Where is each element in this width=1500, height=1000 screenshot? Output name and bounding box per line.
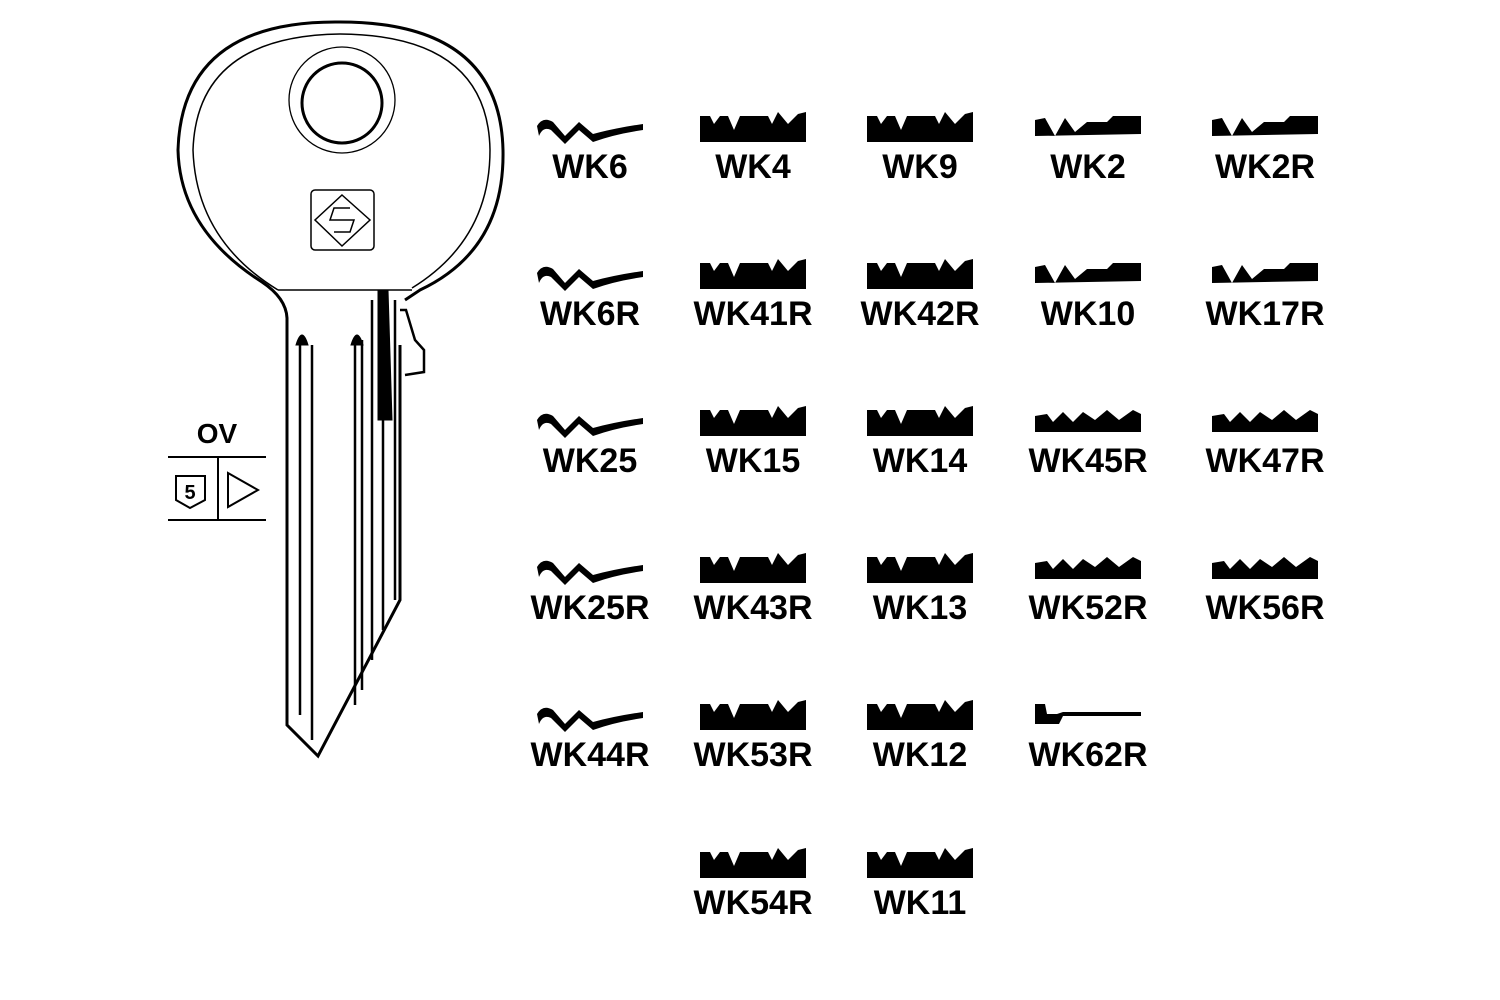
profile-item: WK6 [505,112,675,212]
profile-label: WK6R [539,295,641,333]
profile-shape-icon [1035,557,1141,579]
profile-item: WK15 [668,406,838,506]
profile-shape-icon [1035,704,1141,724]
profile-label: WK6 [552,148,628,186]
profile-item: WK13 [835,553,1005,653]
profile-label: WK44R [530,736,650,774]
profile-shape-icon [700,406,806,436]
profile-shape-icon [867,553,973,583]
profile-label: WK14 [872,442,968,480]
profile-item: WK47R [1180,406,1350,506]
profile-shape-icon [1212,116,1318,136]
profile-item: WK2 [1003,112,1173,212]
profile-label: WK10 [1040,295,1136,333]
profile-item: WK6R [505,259,675,359]
profile-shape-icon [1212,263,1318,283]
profile-label: WK56R [1205,589,1325,627]
silca-logo-icon [310,189,375,251]
profile-shape-icon [700,848,806,878]
profile-item: WK11 [835,848,1005,948]
profile-shape-icon [700,259,806,289]
profile-item: WK54R [668,848,838,948]
profile-item: WK25R [505,553,675,653]
pin-count: 5 [184,482,195,504]
profile-shape-icon [1212,557,1318,579]
profile-label: WK15 [705,442,801,480]
profile-shape-icon [867,259,973,289]
profile-shape-icon [867,112,973,142]
key-head-inner-outline [192,33,491,291]
profile-shape-icon [537,266,643,291]
direction-triangle-icon [227,471,261,509]
profile-shape-icon [537,119,643,144]
profile-shape-icon [867,700,973,730]
profile-label: WK25 [542,442,638,480]
profile-label: WK52R [1028,589,1148,627]
profile-shape-icon [867,848,973,878]
profile-shape-icon [867,406,973,436]
key-blade-outline [285,330,402,759]
profile-item: WK42R [835,259,1005,359]
profile-shape-icon [537,707,643,732]
key-head-outline [176,20,505,330]
profile-item: WK53R [668,700,838,800]
key-series-label: OV [196,418,238,449]
profile-label: WK54R [693,884,813,922]
profile-shape-icon [700,700,806,730]
pin-count-shield-icon [175,475,206,510]
profile-label: WK11 [873,884,967,922]
profile-item: WK45R [1003,406,1173,506]
profile-label: WK62R [1028,736,1148,774]
profile-label: WK53R [693,736,813,774]
profile-item: WK12 [835,700,1005,800]
profile-item: WK41R [668,259,838,359]
profile-item: WK4 [668,112,838,212]
profile-item: WK44R [505,700,675,800]
profile-label: WK42R [860,295,980,333]
profile-label: WK13 [872,589,968,627]
profile-label: WK45R [1028,442,1148,480]
profile-label: WK17R [1205,295,1325,333]
profile-item: WK9 [835,112,1005,212]
profile-item: WK17R [1180,259,1350,359]
profile-shape-icon [537,413,643,438]
profile-label: WK41R [693,295,813,333]
profile-item: WK10 [1003,259,1173,359]
profile-item: WK52R [1003,553,1173,653]
profile-item: WK56R [1180,553,1350,653]
profile-label: WK9 [882,148,958,186]
profile-item: WK14 [835,406,1005,506]
profile-shape-icon [1212,410,1318,432]
profile-shape-icon [537,560,643,585]
key-hole-icon [300,61,384,145]
profile-shape-icon [1035,116,1141,136]
profile-label: WK2 [1050,148,1126,186]
profile-label: WK4 [715,148,791,186]
profile-item: WK25 [505,406,675,506]
profile-label: WK12 [872,736,968,774]
profile-label: WK43R [693,589,813,627]
profile-shape-icon [700,553,806,583]
profile-shape-icon [700,112,806,142]
profile-label: WK47R [1205,442,1325,480]
profile-item: WK2R [1180,112,1350,212]
profile-shape-icon [1035,410,1141,432]
profile-item: WK43R [668,553,838,653]
profile-label: WK2R [1214,148,1316,186]
profile-item: WK62R [1003,700,1173,800]
profile-shape-icon [1035,263,1141,283]
profile-label: WK25R [530,589,650,627]
key-shoulder-stop [400,308,426,377]
